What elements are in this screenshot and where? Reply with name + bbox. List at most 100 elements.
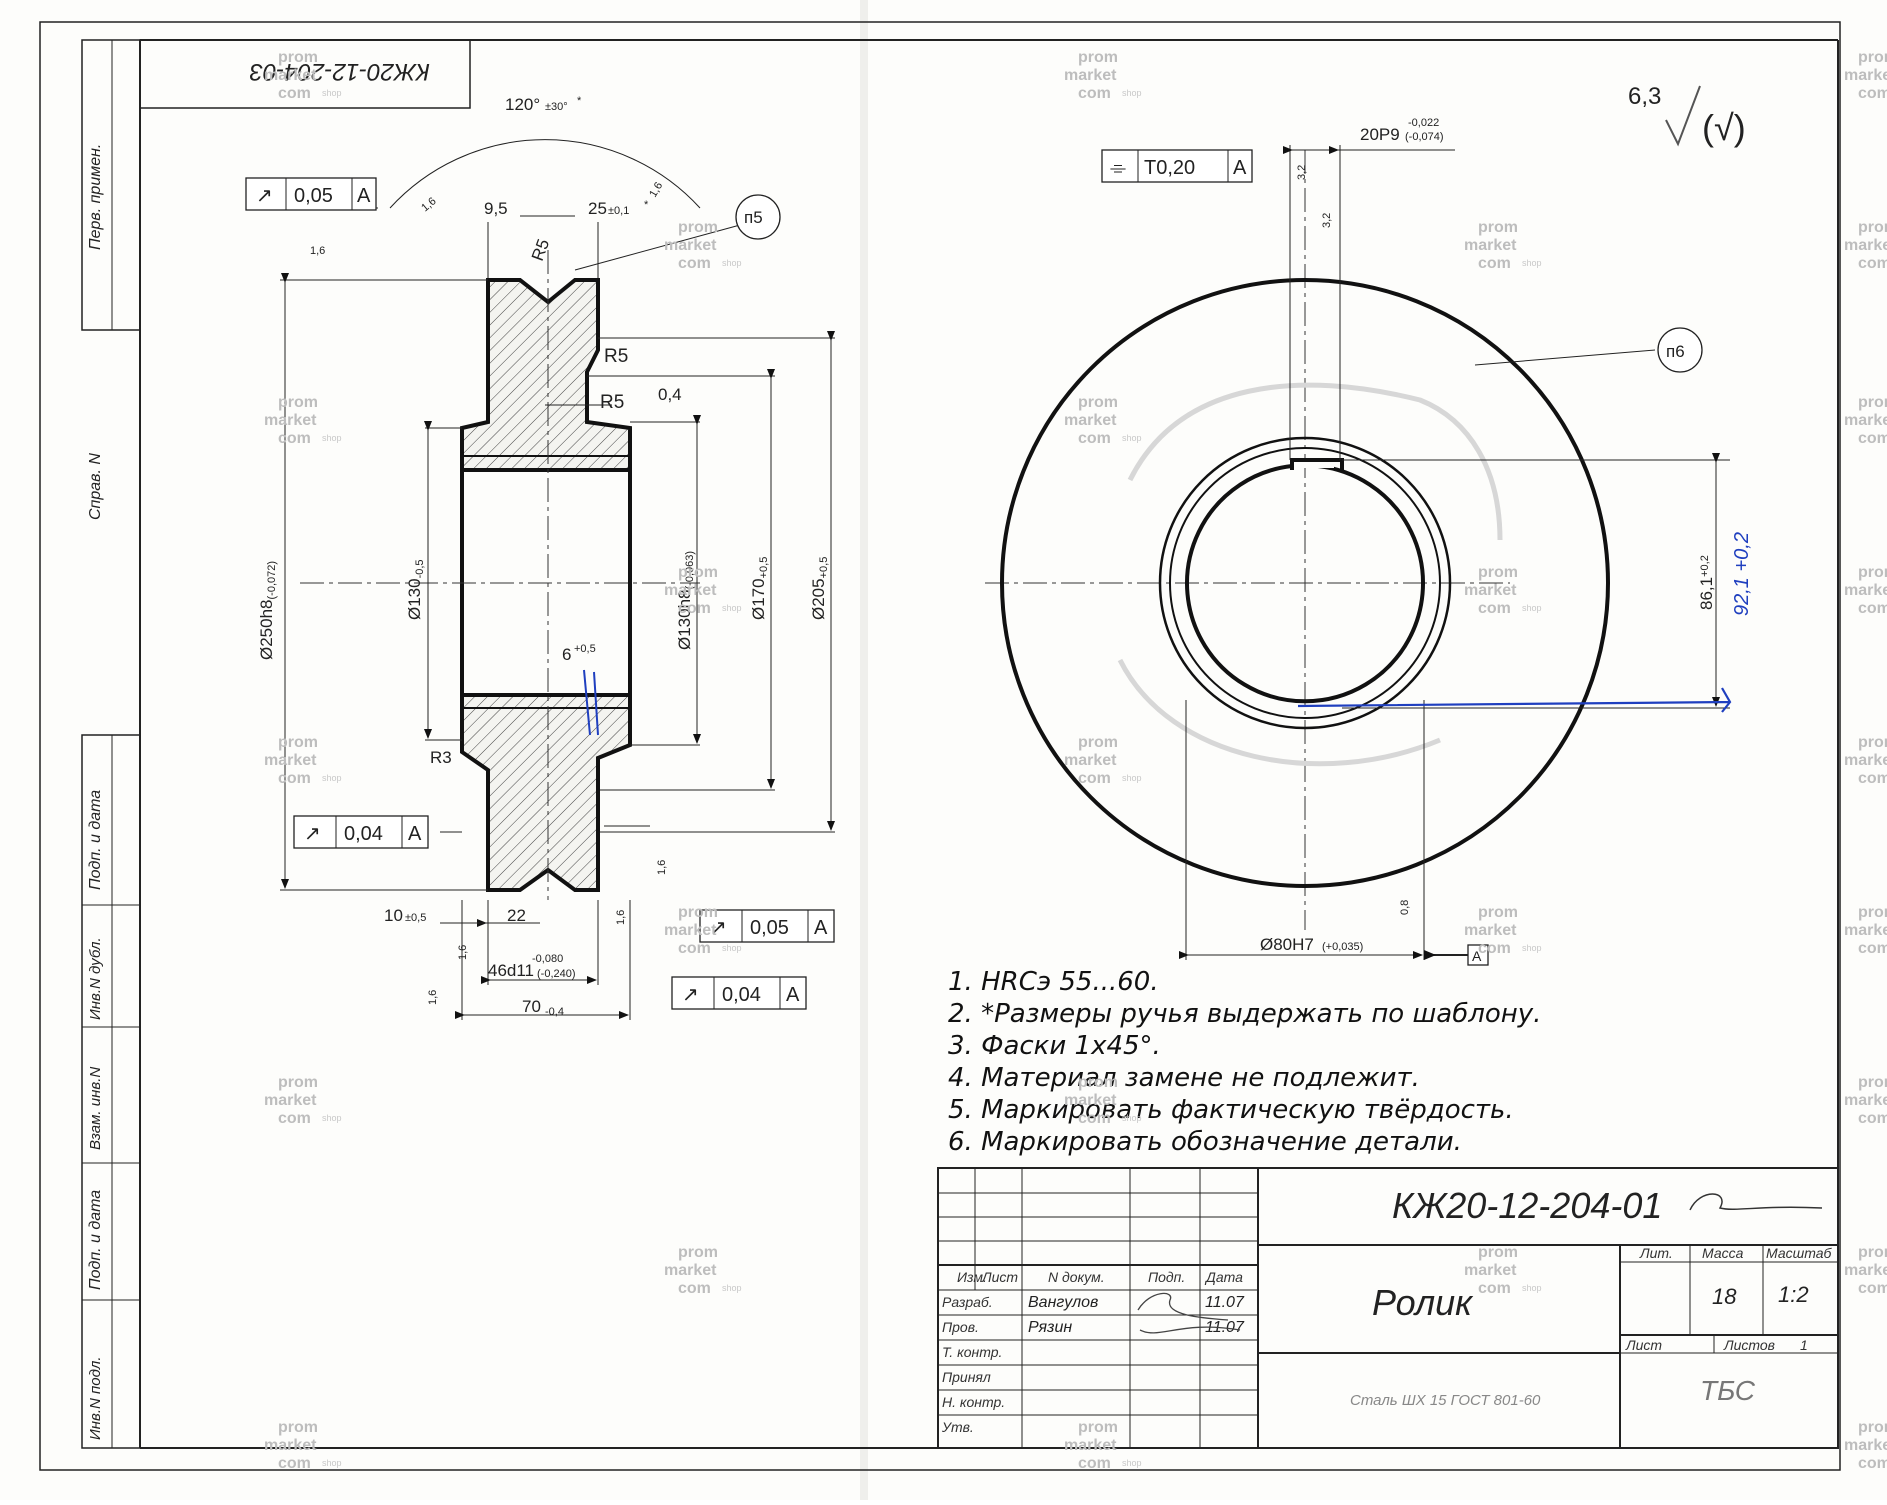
dim-angle: 120° xyxy=(505,95,540,114)
watermark-text: com xyxy=(1858,1280,1887,1297)
watermark-text: shop xyxy=(1522,258,1542,268)
svg-text:Ø250h8(-0,072): Ø250h8(-0,072) xyxy=(257,561,278,660)
signature-razrab xyxy=(1137,1292,1229,1321)
watermark-text: prom xyxy=(678,219,718,236)
dim-46: 46d11 xyxy=(488,961,534,980)
watermark-text: com xyxy=(1858,940,1887,957)
dim-6-tol: +0,5 xyxy=(574,643,596,655)
watermark-text: com xyxy=(678,1280,711,1297)
svg-text:A: A xyxy=(357,185,371,207)
watermark-layer: prommarketcomshopprommarketcomshoppromma… xyxy=(264,49,1887,1472)
watermark-text: market xyxy=(664,582,717,599)
watermark-text: com xyxy=(278,430,311,447)
tb-hdr-izm: Изм. xyxy=(957,1269,987,1285)
watermark-text: com xyxy=(678,255,711,272)
tb-material: Сталь ШХ 15 ГОСТ 801-60 xyxy=(1350,1392,1541,1409)
tol-frame-2: ↗ 0,04 A xyxy=(293,815,429,849)
tb-nkontr: Н. контр. xyxy=(942,1394,1005,1410)
watermark-text: prom xyxy=(278,1419,318,1436)
tb-list-label: Лист xyxy=(1625,1337,1662,1353)
watermark-text: shop xyxy=(722,603,742,613)
watermark-text: com xyxy=(278,770,311,787)
dim-key-depth-tol: +0,2 xyxy=(1699,555,1711,577)
svg-text:0,04: 0,04 xyxy=(344,823,383,845)
general-roughness-mark: 6,3 (√) xyxy=(1628,83,1746,148)
tb-name-razrab: Вангулов xyxy=(1028,1294,1098,1311)
watermark-text: prom xyxy=(278,1074,318,1091)
tb-razrab: Разраб. xyxy=(942,1294,993,1310)
dim-10: 10 xyxy=(384,906,403,925)
note-4: 4. Материал замене не подлежит. xyxy=(948,1063,1420,1093)
svg-text:↗: ↗ xyxy=(304,823,321,845)
dim-angle-star: * xyxy=(577,95,582,107)
rough-top-left: 1,6 xyxy=(310,245,325,257)
watermark-text: prom xyxy=(1858,564,1887,581)
svg-text:0,04: 0,04 xyxy=(722,984,761,1006)
watermark-text: prom xyxy=(1478,564,1518,581)
rough-3-2-a: 3,2 xyxy=(1296,165,1308,180)
stamp-inv-n-podl: Инв.N подл. xyxy=(87,1357,104,1441)
dim-0-4: 0,4 xyxy=(658,385,682,404)
tb-prinyal: Принял xyxy=(942,1369,991,1385)
dim-6: 6 xyxy=(562,645,571,664)
dim-dia-250: Ø250h8 xyxy=(257,600,276,661)
watermark-text: com xyxy=(1478,1280,1511,1297)
watermark-text: com xyxy=(1078,430,1111,447)
svg-text:↗: ↗ xyxy=(256,185,273,207)
tb-hdr-data: Дата xyxy=(1204,1269,1243,1285)
note-6: 6. Маркировать обозначение детали. xyxy=(948,1127,1462,1157)
tb-masshtab: 1:2 xyxy=(1778,1282,1809,1307)
dim-angle-tol: ±30° xyxy=(545,101,568,113)
tb-hdr-podp: Подп. xyxy=(1148,1269,1185,1285)
watermark-text: market xyxy=(1064,412,1117,429)
tb-date-razrab: 11.07 xyxy=(1205,1294,1245,1311)
stamp-inv-n-dubl: Инв.N дубл. xyxy=(87,937,104,1020)
tb-massa: 18 xyxy=(1712,1284,1737,1309)
watermark-text: shop xyxy=(1122,773,1142,783)
watermark-text: prom xyxy=(678,564,718,581)
watermark-text: market xyxy=(1464,237,1517,254)
watermark-text: market xyxy=(1844,1262,1887,1279)
svg-text:A: A xyxy=(786,984,800,1006)
svg-text:↗: ↗ xyxy=(682,984,699,1006)
watermark-text: prom xyxy=(1478,219,1518,236)
watermark-text: market xyxy=(1064,752,1117,769)
watermark-text: prom xyxy=(1478,904,1518,921)
stamp-perv-primen: Перв. примен. xyxy=(87,144,104,250)
watermark-text: market xyxy=(1064,1092,1117,1109)
watermark-text: market xyxy=(1844,752,1887,769)
watermark-text: market xyxy=(264,1092,317,1109)
watermark-text: market xyxy=(1844,1437,1887,1454)
dim-dia-130h8-tol: (-0,063) xyxy=(684,551,696,590)
watermark-text: market xyxy=(664,922,717,939)
watermark-text: market xyxy=(1464,1262,1517,1279)
bore-with-keyway xyxy=(1185,462,1425,704)
watermark-text: prom xyxy=(1478,1244,1518,1261)
tb-listov: 1 xyxy=(1800,1337,1808,1353)
watermark-text: com xyxy=(1078,85,1111,102)
watermark-text: shop xyxy=(322,773,342,783)
rough-bottom-1: 1,6 xyxy=(457,945,469,960)
svg-text:⌯: ⌯ xyxy=(1110,157,1126,179)
note-1: 1. HRCэ 55...60. xyxy=(948,967,1159,997)
watermark-text: market xyxy=(1464,582,1517,599)
dim-22: 22 xyxy=(507,906,526,925)
svg-text:Ø130-0,5: Ø130-0,5 xyxy=(405,559,426,620)
tol-frame-4: ↗ 0,04 A xyxy=(671,976,807,1010)
watermark-text: com xyxy=(1858,600,1887,617)
mirrored-doc-code: КЖ20-12-204-03 xyxy=(249,58,430,85)
watermark-text: prom xyxy=(1078,1074,1118,1091)
designation-signature xyxy=(1689,1193,1823,1211)
rough-right-1: 1,6 xyxy=(615,910,627,925)
watermark-text: prom xyxy=(278,734,318,751)
watermark-text: prom xyxy=(278,49,318,66)
tb-utv: Утв. xyxy=(941,1419,974,1435)
